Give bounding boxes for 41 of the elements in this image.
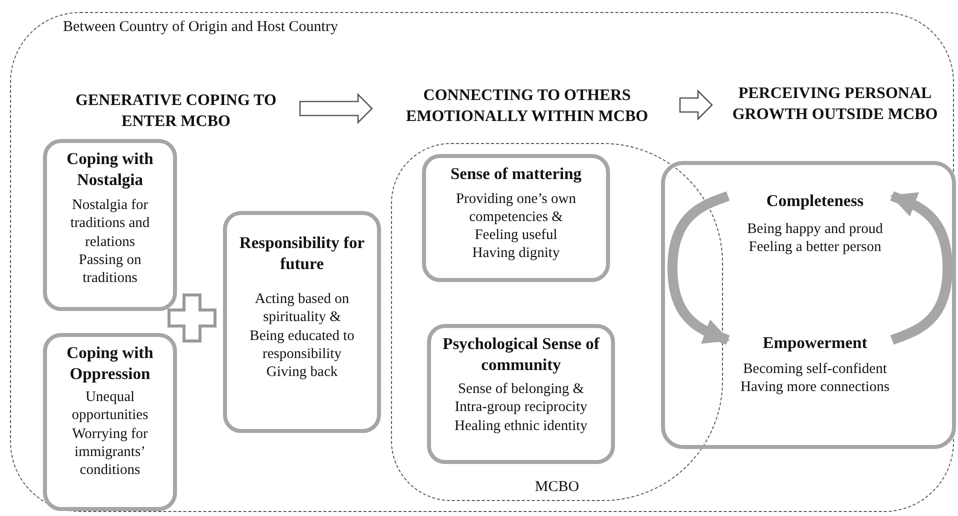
card-text: Feeling useful (474, 226, 558, 244)
block-arrow (299, 92, 373, 124)
stage-heading: GENERATIVE COPING TO ENTER MCBO (74, 91, 278, 132)
card-heading: Coping with Nostalgia (66, 149, 154, 190)
card-heading: Coping with Oppression (66, 343, 154, 384)
category-card (43, 139, 177, 311)
dashed-region (10, 12, 954, 512)
region-label: MCBO (534, 479, 580, 496)
card-text: Healing ethnic identity (454, 416, 588, 435)
category-card (43, 333, 177, 511)
card-text: Giving back (265, 362, 339, 381)
card-text: Acting based on spirituality & (254, 290, 350, 326)
region-label: Between Country of Origin and Host Country (63, 19, 338, 36)
card-text: Nostalgia for traditions and relations (69, 196, 151, 251)
card-text: Being educated to responsibility (248, 326, 356, 363)
block-arrow (679, 89, 713, 121)
card-text: Intra-group reciprocity (454, 398, 588, 416)
card-heading: Psychological Sense of community (442, 334, 600, 376)
card-heading: Completeness (765, 191, 865, 212)
stage-heading: CONNECTING TO OTHERS EMOTIONALLY WITHIN MCBO (404, 86, 650, 127)
card-text: Passing on traditions (78, 250, 142, 287)
curved-arrow (667, 191, 730, 345)
card-text: Being happy and proud (746, 220, 884, 238)
card-heading: Sense of mattering (449, 164, 583, 185)
category-card (427, 324, 615, 464)
rounded-frame (661, 161, 956, 449)
dashed-region (391, 143, 723, 501)
card-heading: Empowerment (762, 333, 868, 354)
card-text: Providing one’s own competencies & (454, 190, 578, 226)
card-text: Having more connections (740, 378, 890, 396)
stage-heading: PERCEIVING PERSONAL GROWTH OUTSIDE MCBO (731, 84, 939, 125)
card-text: Unequal opportunities (70, 388, 150, 424)
card-text: Becoming self-confident (742, 360, 888, 378)
card-text: Worrying for immigrants’ conditions (71, 424, 149, 479)
category-card (223, 211, 381, 433)
curved-arrow (890, 191, 953, 345)
card-heading: Responsibility for future (238, 233, 366, 274)
card-text: Feeling a better person (748, 238, 882, 256)
card-text: Sense of belonging & (456, 380, 586, 398)
card-text: Having dignity (471, 244, 561, 262)
category-card (422, 154, 610, 282)
